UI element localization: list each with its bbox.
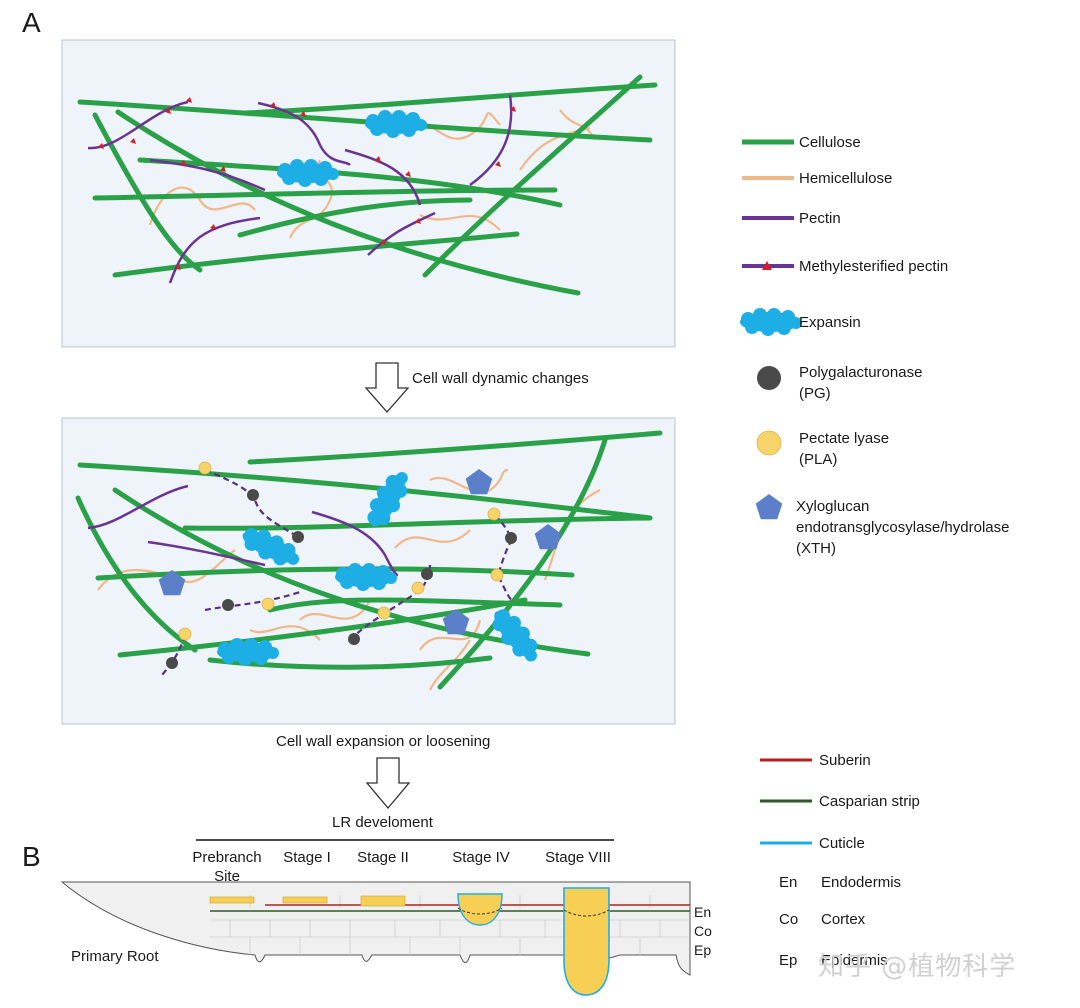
methyl-ester-markers xyxy=(98,97,516,270)
panel-b-label: B xyxy=(22,841,41,872)
legend-expansin: Expansin xyxy=(799,314,861,331)
stage-ii-primordium xyxy=(360,895,406,907)
pla-swatch xyxy=(756,430,782,456)
stage-label-ii: Stage II xyxy=(357,849,409,866)
arrow1-caption: Cell wall dynamic changes xyxy=(412,370,589,387)
methyl-marker-icon xyxy=(762,261,772,270)
stage-label-i: Stage I xyxy=(283,849,331,866)
stage-iv-primordium xyxy=(457,893,503,926)
legend-abbr-co: Co xyxy=(779,911,799,928)
legend-hemicellulose: Hemicellulose xyxy=(799,170,893,187)
legend-endodermis: Endodermis xyxy=(821,874,902,891)
pectin-chains xyxy=(87,484,399,577)
layer-abbrev-co: Co xyxy=(694,923,712,939)
arrow2-caption: Cell wall expansion or loosening xyxy=(276,733,490,750)
legend-b-swatches xyxy=(760,758,812,845)
legend-pectin: Pectin xyxy=(799,210,841,227)
lr-heading: LR develoment xyxy=(332,814,434,831)
legend-epidermis: Epidermis xyxy=(821,952,888,969)
legend-pg: Polygalacturonase (PG) xyxy=(799,364,923,402)
legend-casparian-strip: Casparian strip xyxy=(819,793,920,810)
watermark: 知乎 @植物科学 xyxy=(818,952,1017,982)
prebranch-primordium xyxy=(209,896,255,904)
down-arrow-2 xyxy=(365,757,411,810)
pg-swatch xyxy=(757,366,781,390)
primary-root-diagram xyxy=(60,881,691,996)
down-arrow-1 xyxy=(364,362,410,413)
legend-cellulose: Cellulose xyxy=(799,134,861,151)
pg-enzymes xyxy=(166,489,517,669)
stage-i-primordium xyxy=(282,896,328,904)
primary-root-label: Primary Root xyxy=(71,948,159,965)
layer-abbrev-en: En xyxy=(694,904,711,920)
legend-abbr-ep: Ep xyxy=(779,952,798,969)
stage-viii-primordium xyxy=(563,887,610,996)
expansin-swatch xyxy=(740,308,802,336)
pectin-chains xyxy=(87,94,513,284)
layer-abbrevs: En Co Ep xyxy=(694,904,712,958)
stage-label-iv: Stage IV xyxy=(452,849,510,866)
panel-a-label: A xyxy=(22,7,41,38)
cell-wall-before-box xyxy=(61,39,676,348)
layer-abbrev-ep: Ep xyxy=(694,942,711,958)
cell-grid xyxy=(210,895,690,955)
legend-xth: Xyloglucan endotransglycosylase/hydrolas… xyxy=(796,498,1010,557)
legend-pla: Pectate lyase (PLA) xyxy=(799,430,890,468)
stage-label-viii: Stage VIII xyxy=(545,849,611,866)
legend-cortex: Cortex xyxy=(821,911,866,928)
xth-swatch xyxy=(755,494,783,520)
pla-enzymes xyxy=(178,461,504,641)
legend-suberin: Suberin xyxy=(819,752,871,769)
cellulose-fibers xyxy=(77,74,658,296)
cell-wall-after-box xyxy=(61,417,676,725)
legend-cuticle: Cuticle xyxy=(819,835,865,852)
legend-abbr-en: En xyxy=(779,874,798,891)
legend-methylesterified-pectin: Methylesterified pectin xyxy=(799,258,949,275)
legend-a-swatches xyxy=(740,139,802,520)
